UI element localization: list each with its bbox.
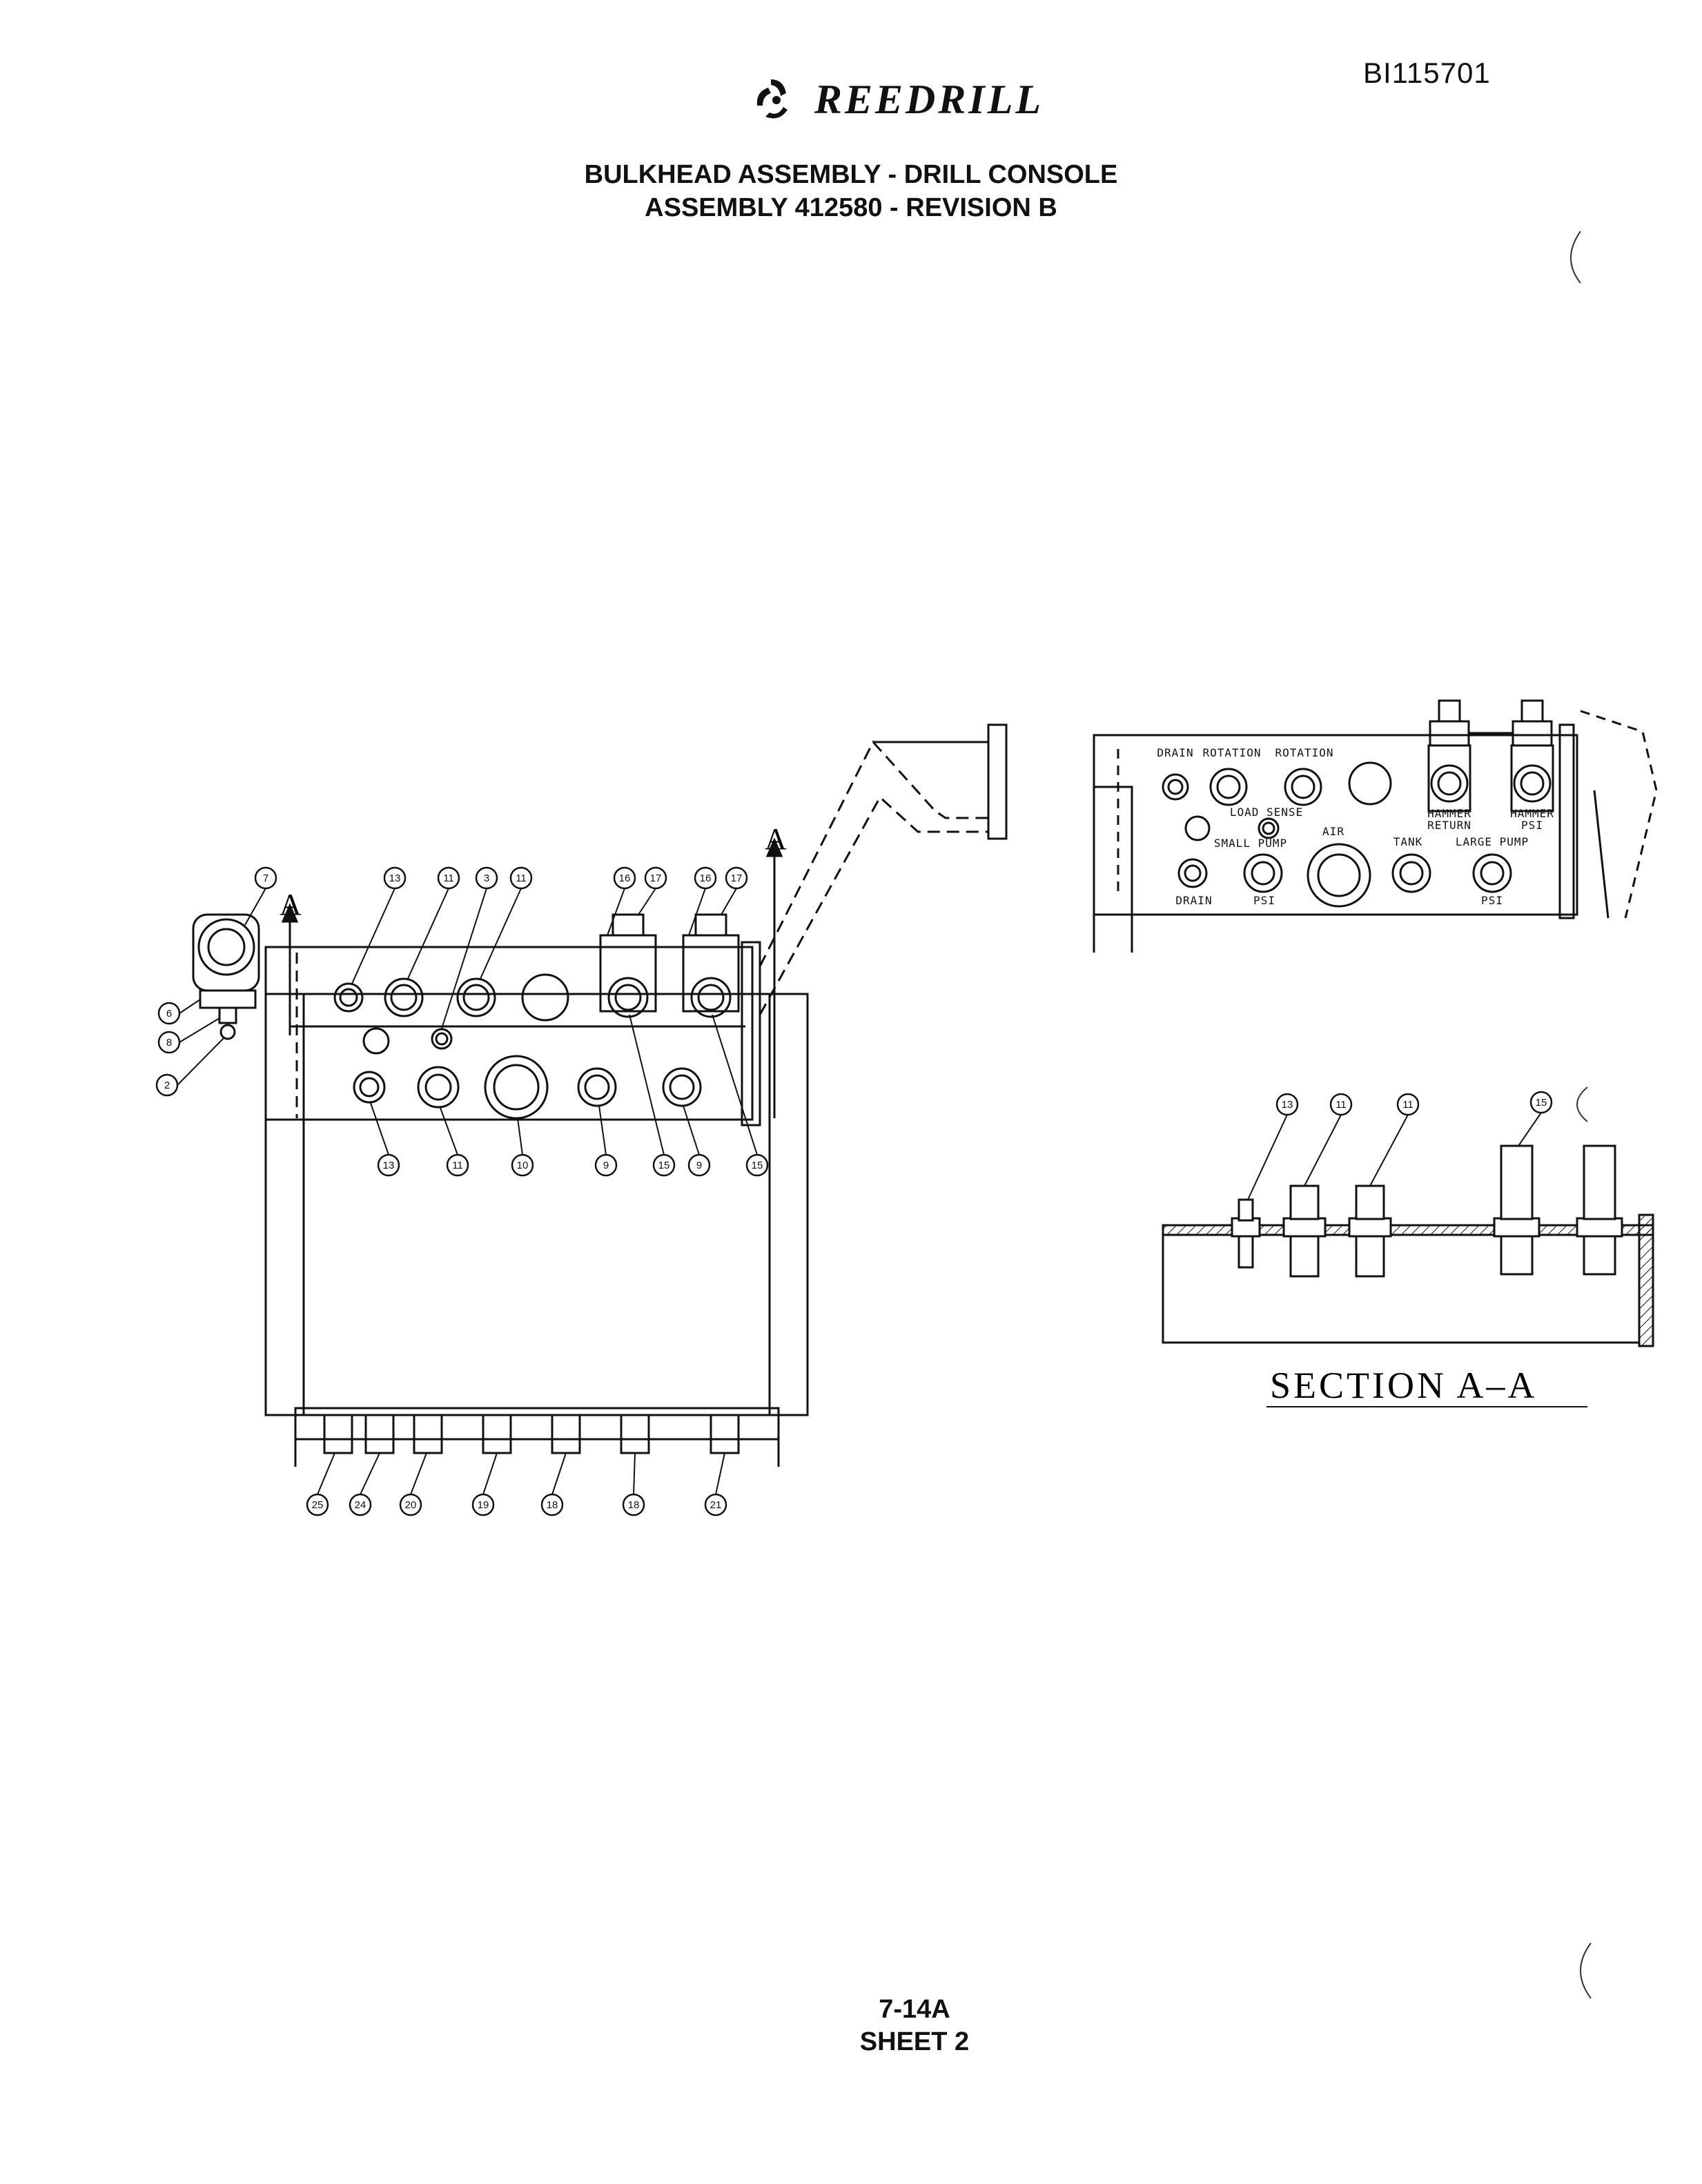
callout-11-top-a: 11	[443, 872, 454, 884]
label-rotation-2: ROTATION	[1275, 746, 1333, 759]
callout-7: 7	[263, 872, 268, 884]
callout-6: 6	[166, 1008, 172, 1020]
callout-16-a: 16	[619, 872, 631, 884]
drawing-title-line-2: ASSEMBLY 412580 - REVISION B	[645, 193, 1057, 222]
callout-16-b: 16	[700, 872, 712, 884]
section-title: SECTION A–A	[1270, 1365, 1538, 1406]
callout-17-a: 17	[650, 872, 662, 884]
bulkhead-plate	[264, 946, 754, 1121]
callout-18-b: 18	[628, 1499, 640, 1511]
label-drain-bottom: DRAIN	[1175, 894, 1212, 907]
label-small-pump: SMALL PUMP	[1214, 837, 1287, 850]
section-callout-13: 13	[1282, 1099, 1293, 1111]
callout-15-a: 15	[658, 1160, 670, 1171]
section-callout-11-b: 11	[1402, 1099, 1414, 1111]
callout-9-a: 9	[603, 1160, 609, 1171]
label-hammer-return-2: RETURN	[1427, 819, 1471, 832]
callout-13-mid: 13	[383, 1160, 395, 1171]
callout-9-b: 9	[696, 1160, 702, 1171]
callout-18-a: 18	[547, 1499, 558, 1511]
callout-15-b: 15	[752, 1160, 763, 1171]
callout-10: 10	[517, 1160, 529, 1171]
panel-view	[1093, 699, 1658, 953]
drawing-title-line-1: BULKHEAD ASSEMBLY - DRILL CONSOLE	[584, 160, 1118, 189]
label-air: AIR	[1322, 825, 1344, 838]
document-id: BI115701	[1363, 57, 1491, 89]
callout-13-top: 13	[389, 872, 401, 884]
label-hammer-psi-1: HAMMER	[1510, 807, 1554, 820]
binder-hole-top	[1570, 231, 1581, 284]
reedrill-logo	[756, 79, 788, 119]
binder-hole-bottom	[1580, 1942, 1592, 1999]
label-psi-small: PSI	[1253, 894, 1275, 907]
callout-3: 3	[484, 872, 489, 884]
callout-8: 8	[166, 1037, 172, 1049]
callout-21: 21	[710, 1499, 722, 1511]
section-a-a-view	[1162, 1144, 1654, 1347]
label-large-pump: LARGE PUMP	[1456, 835, 1529, 848]
callout-19: 19	[478, 1499, 489, 1511]
brand-name: REEDRILL	[814, 77, 1044, 122]
label-rotation-1: ROTATION	[1202, 746, 1261, 759]
callout-20: 20	[405, 1499, 417, 1511]
label-psi-large: PSI	[1481, 894, 1503, 907]
sheet-number: SHEET 2	[859, 2027, 970, 2056]
section-callout-11-a: 11	[1336, 1099, 1347, 1111]
label-hammer-psi-2: PSI	[1521, 819, 1543, 832]
page-number: 7-14A	[879, 1995, 950, 2024]
label-tank: TANK	[1393, 835, 1423, 848]
section-marker-right: A	[765, 822, 787, 856]
console-body	[264, 993, 809, 1416]
label-drain-top: DRAIN	[1157, 746, 1193, 759]
callout-25: 25	[312, 1499, 324, 1511]
callout-11-mid: 11	[452, 1160, 463, 1171]
callout-2: 2	[164, 1080, 170, 1091]
label-load-sense: LOAD SENSE	[1230, 806, 1303, 819]
terminal-strip	[323, 1414, 740, 1454]
callout-24: 24	[355, 1499, 366, 1511]
section-callout-15: 15	[1536, 1097, 1547, 1109]
callout-11-top-b: 11	[516, 872, 527, 884]
logo-swirl-icon	[756, 79, 788, 119]
label-hammer-return-1: HAMMER	[1427, 807, 1471, 820]
section-marker-left: A	[280, 888, 302, 922]
callout-17-b: 17	[731, 872, 743, 884]
